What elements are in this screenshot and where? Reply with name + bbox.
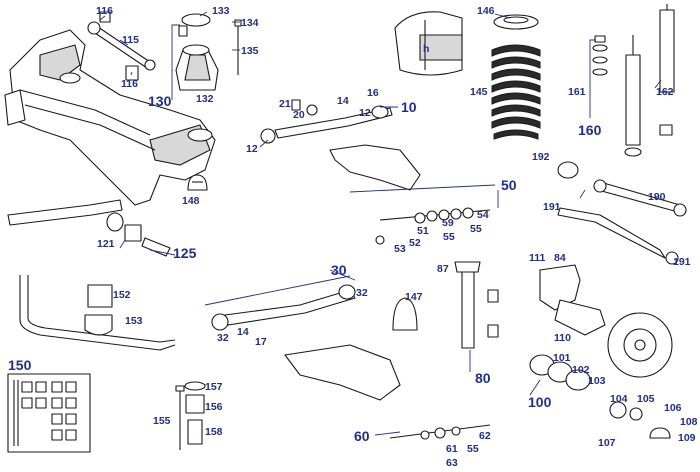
label-20: 20 — [293, 109, 305, 121]
steering-link-190 — [557, 161, 687, 265]
label-17: 17 — [255, 336, 267, 348]
label-12-left: 12 — [246, 143, 258, 155]
label-51: 51 — [417, 225, 429, 237]
tie-rod-assembly — [7, 199, 171, 257]
label-133: 133 — [212, 5, 230, 17]
label-191-left: 191 — [543, 201, 561, 213]
label-53: 53 — [394, 243, 406, 255]
label-145: 145 — [470, 86, 488, 98]
label-192: 192 — [532, 151, 550, 163]
label-161: 161 — [568, 86, 586, 98]
label-130: 130 — [148, 93, 172, 109]
steering-knuckle — [539, 264, 606, 336]
label-21: 21 — [279, 98, 291, 110]
label-116-bottom: 116 — [121, 78, 138, 90]
label-134: 134 — [241, 17, 259, 29]
label-132: 132 — [196, 93, 214, 105]
lower-control-arm-30 — [211, 284, 401, 401]
trailing-link-115 — [87, 11, 156, 81]
label-152: 152 — [113, 289, 131, 301]
bolt-kit-60 — [389, 424, 491, 440]
label-116-top: 116 — [96, 5, 113, 17]
label-104: 104 — [610, 393, 628, 405]
label-62: 62 — [479, 430, 491, 442]
label-147: 147 — [405, 291, 423, 303]
label-121: 121 — [97, 238, 115, 250]
dust-cap-147 — [392, 297, 418, 331]
stabilizer-bar — [19, 275, 176, 351]
label-14-top: 14 — [337, 95, 349, 107]
label-155: 155 — [153, 415, 171, 427]
part-number-callouts: 116 115 116 133 134 135 130 132 21 20 14… — [8, 5, 698, 469]
label-108: 108 — [680, 416, 698, 428]
bump-stop-148 — [187, 174, 208, 191]
front-subframe — [4, 29, 216, 206]
label-190: 190 — [648, 191, 666, 203]
label-50: 50 — [501, 177, 517, 193]
label-153: 153 — [125, 315, 143, 327]
label-109: 109 — [678, 432, 696, 444]
label-158: 158 — [205, 426, 223, 438]
lower-arm-hardware-50 — [375, 207, 491, 245]
label-59: 59 — [442, 217, 454, 229]
shock-absorber-160 — [592, 4, 675, 157]
spring-mount-assembly-130 — [175, 13, 242, 91]
label-162: 162 — [656, 86, 674, 98]
label-10: 10 — [401, 99, 417, 115]
upper-control-arm-10 — [260, 99, 393, 144]
control-arm-bracket — [329, 144, 421, 191]
label-135: 135 — [241, 45, 259, 57]
label-101: 101 — [553, 352, 571, 364]
label-55-bottom: 55 — [467, 443, 479, 455]
kit-bushings — [13, 380, 77, 446]
label-60: 60 — [354, 428, 370, 444]
spring-seat-inset: h — [394, 11, 463, 76]
brake-disc-hub-100 — [529, 312, 673, 439]
label-115: 115 — [122, 34, 139, 46]
label-107: 107 — [598, 437, 616, 449]
label-30: 30 — [331, 262, 347, 278]
label-125: 125 — [173, 245, 197, 261]
label-80: 80 — [475, 370, 491, 386]
label-110: 110 — [554, 332, 571, 344]
coil-spring-145 — [491, 14, 541, 140]
label-102: 102 — [572, 364, 590, 376]
label-100: 100 — [528, 394, 552, 410]
leader-lines — [99, 11, 662, 436]
height-marker: h — [423, 43, 429, 55]
label-148: 148 — [182, 195, 200, 207]
label-32-left: 32 — [217, 332, 229, 344]
label-54: 54 — [477, 209, 489, 221]
label-16: 16 — [367, 87, 379, 99]
label-105: 105 — [637, 393, 655, 405]
label-103: 103 — [588, 375, 606, 387]
label-32-right: 32 — [356, 287, 368, 299]
label-157: 157 — [205, 381, 223, 393]
label-55-mid: 55 — [443, 231, 455, 243]
label-14-bottom: 14 — [237, 326, 249, 338]
label-55-right: 55 — [470, 223, 482, 235]
label-191-right: 191 — [673, 256, 691, 268]
label-156: 156 — [205, 401, 223, 413]
label-111: 111 — [529, 252, 546, 264]
label-106: 106 — [664, 402, 682, 414]
label-84: 84 — [554, 252, 566, 264]
label-52: 52 — [409, 237, 421, 249]
spring-coils — [491, 44, 541, 140]
label-63: 63 — [446, 457, 458, 469]
bushing-kit-150 — [7, 373, 91, 453]
bolt-155 — [175, 381, 206, 450]
king-pin-80 — [454, 261, 499, 349]
label-87: 87 — [437, 263, 449, 275]
label-146: 146 — [477, 5, 495, 17]
label-12-right: 12 — [359, 107, 371, 119]
label-61: 61 — [446, 443, 458, 455]
label-150: 150 — [8, 357, 32, 373]
label-160: 160 — [578, 122, 602, 138]
